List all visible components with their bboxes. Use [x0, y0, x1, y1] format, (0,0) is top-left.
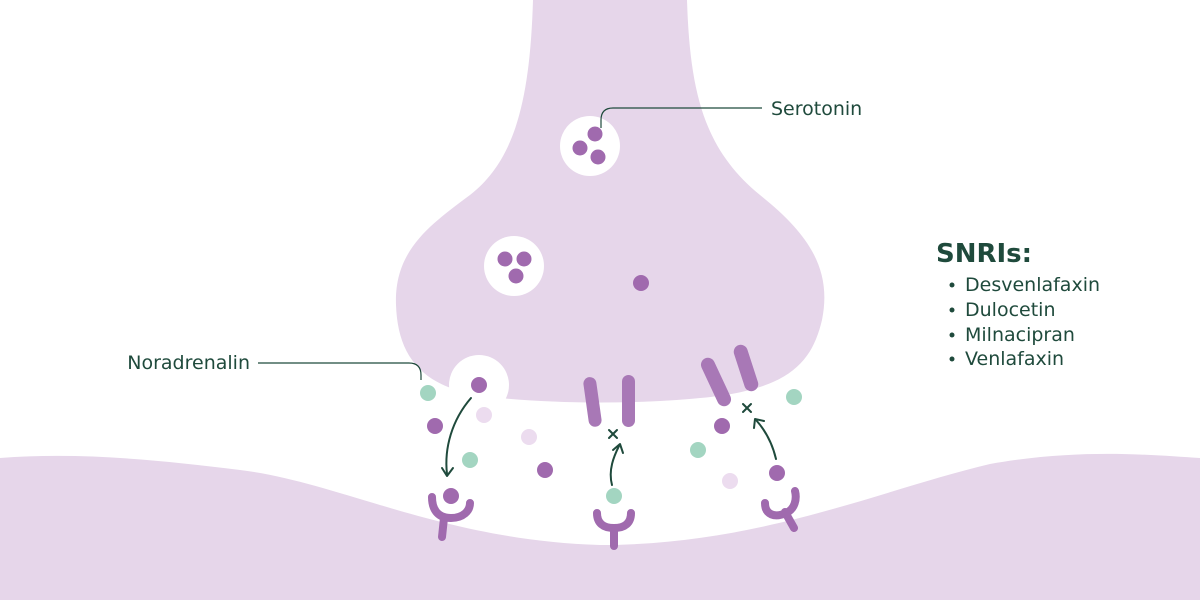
transporter-right — [700, 344, 759, 407]
receptor-left — [428, 493, 474, 541]
serotonin-label: Serotonin — [771, 98, 862, 120]
snri-item: Dulocetin — [965, 299, 1055, 321]
bullet — [949, 356, 955, 362]
snri-title: SNRIs: — [936, 239, 1032, 269]
blocked-x-icon — [742, 403, 752, 413]
snri-item: Desvenlafaxin — [965, 274, 1100, 296]
snri-item: Venlafaxin — [965, 348, 1064, 370]
noradrenalin-molecule — [420, 385, 436, 401]
snri-list: SNRIs: Desvenlafaxin Dulocetin Milnacipr… — [936, 239, 1100, 370]
vesicle-serotonin-1 — [560, 116, 620, 176]
faded-molecule — [476, 407, 492, 423]
faded-molecule — [521, 429, 537, 445]
arrow-reuptake-blocked — [753, 418, 777, 460]
noradrenalin-leader-line — [258, 362, 422, 380]
serotonin-molecule — [427, 418, 443, 434]
presynaptic-terminal — [395, 0, 825, 403]
serotonin-molecule — [633, 275, 649, 291]
arrow-reuptake-blocked — [609, 443, 624, 486]
bullet — [949, 307, 955, 313]
bullet — [949, 282, 955, 288]
bound-serotonin-molecule — [443, 488, 459, 504]
receptor-right — [761, 487, 800, 532]
postsynaptic-membrane — [0, 453, 1200, 600]
transporter-center — [583, 375, 635, 427]
faded-molecule — [722, 473, 738, 489]
vesicle-serotonin-2 — [484, 236, 544, 296]
serotonin-molecule — [769, 465, 785, 481]
serotonin-molecule — [471, 377, 487, 393]
serotonin-molecule — [537, 462, 553, 478]
noradrenalin-molecule — [690, 442, 706, 458]
blocked-x-icon — [608, 429, 618, 439]
bullet — [949, 332, 955, 338]
serotonin-leader-line — [600, 107, 762, 128]
noradrenalin-molecule — [786, 389, 802, 405]
snri-item: Milnacipran — [965, 324, 1075, 346]
receptor-center — [593, 509, 635, 550]
noradrenalin-label: Noradrenalin — [127, 352, 250, 374]
serotonin-molecule — [714, 418, 730, 434]
arrow-release — [441, 397, 472, 477]
noradrenalin-molecule — [606, 488, 622, 504]
noradrenalin-molecule — [462, 452, 478, 468]
